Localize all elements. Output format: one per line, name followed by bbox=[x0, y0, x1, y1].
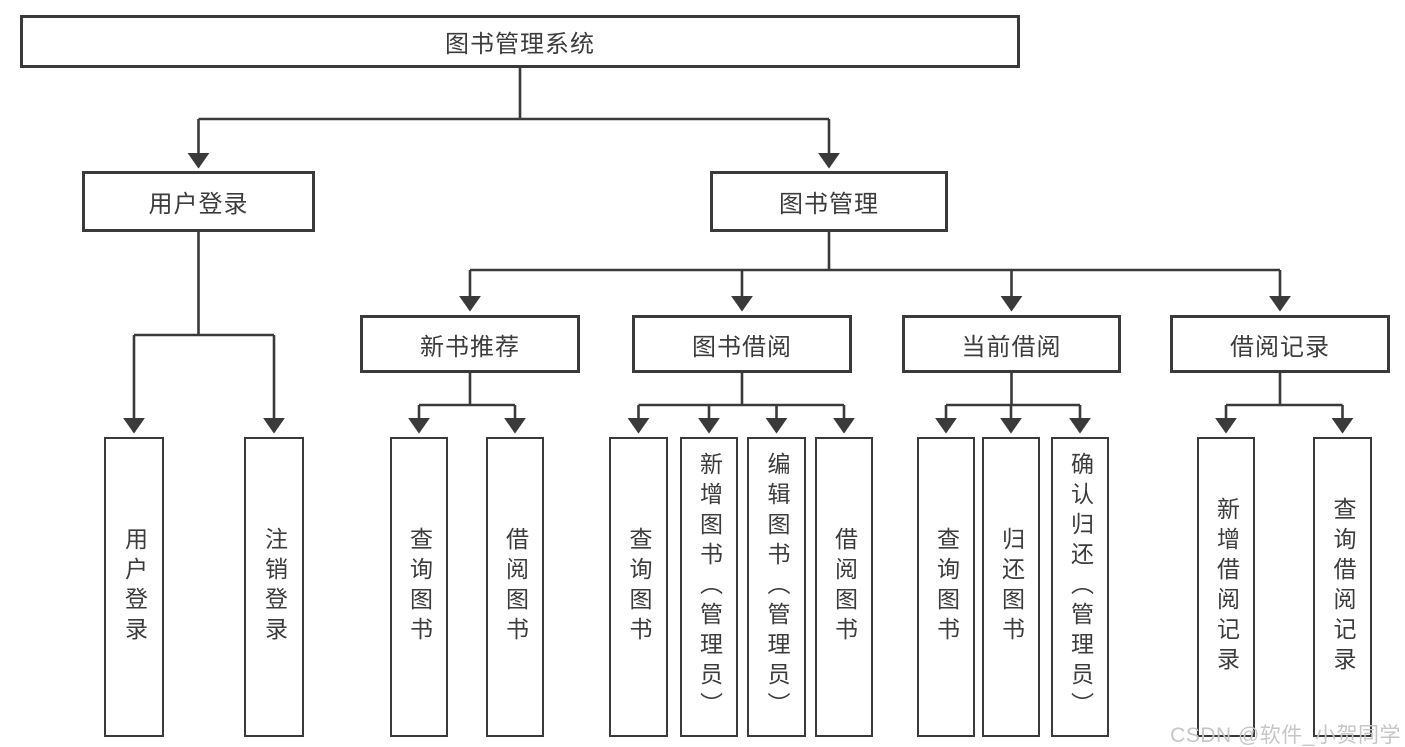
leaf-query-books-recommend-label: 查询图书 bbox=[406, 527, 433, 647]
connector-borrow-records-rail bbox=[1226, 373, 1343, 407]
node-book-management: 图书管理 bbox=[710, 171, 948, 232]
connector-book-borrow-rail bbox=[638, 373, 844, 407]
node-book-borrow-label: 图书借阅 bbox=[692, 333, 792, 361]
leaf-query-books-borrow: 查询图书 bbox=[609, 437, 668, 737]
leaf-add-books-admin: 新增图书（管理员） bbox=[680, 437, 738, 737]
node-borrow-records-label: 借阅记录 bbox=[1230, 333, 1330, 361]
node-current-borrow: 当前借阅 bbox=[902, 315, 1121, 373]
leaf-user-login-label: 用户登录 bbox=[121, 527, 148, 647]
leaf-query-books-borrow-label: 查询图书 bbox=[626, 527, 652, 647]
node-book-management-label: 图书管理 bbox=[779, 191, 879, 218]
connector-current-borrow-rail bbox=[946, 373, 1080, 407]
leaf-edit-books-admin: 编辑图书（管理员） bbox=[747, 437, 806, 737]
connector-user-login-rail bbox=[134, 232, 274, 337]
leaf-borrow-books: 借阅图书 bbox=[815, 437, 873, 737]
leaf-borrow-books-recommend-label: 借阅图书 bbox=[502, 527, 529, 647]
leaf-borrow-books-label: 借阅图书 bbox=[831, 527, 858, 647]
watermark-text: CSDN @软件_小贺同学 bbox=[1170, 724, 1401, 747]
connector-root-rail bbox=[198, 68, 829, 121]
node-root: 图书管理系统 bbox=[20, 15, 1020, 68]
leaf-user-login: 用户登录 bbox=[104, 437, 164, 737]
node-new-book-recommend-label: 新书推荐 bbox=[420, 333, 520, 361]
node-book-borrow: 图书借阅 bbox=[632, 315, 852, 373]
node-root-label: 图书管理系统 bbox=[445, 31, 595, 58]
leaf-add-borrow-record: 新增借阅记录 bbox=[1197, 437, 1255, 737]
node-user-login: 用户登录 bbox=[82, 171, 315, 232]
node-current-borrow-label: 当前借阅 bbox=[961, 333, 1062, 361]
leaf-confirm-return-admin: 确认归还（管理员） bbox=[1051, 437, 1109, 737]
connector-book-management-rail bbox=[470, 232, 1280, 272]
leaf-query-books-current-label: 查询图书 bbox=[933, 527, 960, 647]
node-borrow-records: 借阅记录 bbox=[1170, 315, 1390, 373]
leaf-query-books-recommend: 查询图书 bbox=[390, 437, 448, 737]
leaf-confirm-return-admin-label: 确认归还（管理员） bbox=[1067, 452, 1094, 722]
leaf-add-books-admin-label: 新增图书（管理员） bbox=[696, 452, 723, 722]
leaf-return-books: 归还图书 bbox=[982, 437, 1040, 737]
leaf-query-borrow-record-label: 查询借阅记录 bbox=[1330, 497, 1356, 677]
node-new-book-recommend: 新书推荐 bbox=[360, 315, 580, 373]
leaf-logout: 注销登录 bbox=[244, 437, 304, 737]
leaf-borrow-books-recommend: 借阅图书 bbox=[486, 437, 544, 737]
leaf-return-books-label: 归还图书 bbox=[998, 527, 1025, 647]
leaf-query-books-current: 查询图书 bbox=[917, 437, 975, 737]
connector-new-book-rail bbox=[419, 373, 515, 407]
node-user-login-label: 用户登录 bbox=[148, 191, 249, 218]
leaf-query-borrow-record: 查询借阅记录 bbox=[1313, 437, 1372, 737]
leaf-edit-books-admin-label: 编辑图书（管理员） bbox=[764, 452, 790, 722]
leaf-logout-label: 注销登录 bbox=[261, 527, 288, 647]
leaf-add-borrow-record-label: 新增借阅记录 bbox=[1213, 497, 1240, 677]
